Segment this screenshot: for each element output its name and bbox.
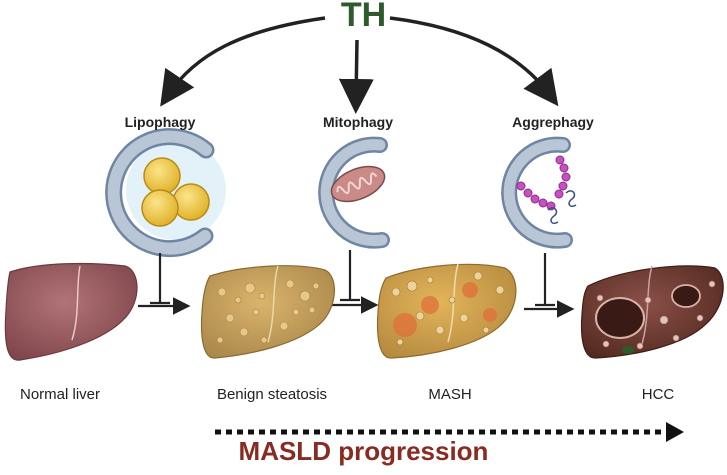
- th-arrows: [160, 16, 559, 114]
- title-th: TH: [340, 0, 387, 34]
- label-mitophagy: Mitophagy: [323, 114, 393, 130]
- progression-label: MASLD progression: [238, 436, 489, 466]
- progression-arrow: [215, 422, 684, 442]
- label-mash: MASH: [428, 386, 472, 403]
- aggrephagy-phagophore: [501, 136, 577, 249]
- arrow-to-mitophagy: [338, 39, 374, 114]
- arrow-to-aggrephagy: [389, 16, 559, 107]
- lipid-droplets: [141, 157, 210, 227]
- mash-liver: [376, 263, 517, 359]
- normal-liver: [4, 262, 138, 361]
- protein-aggregates: [516, 155, 571, 211]
- label-normal-liver: Normal liver: [19, 386, 101, 403]
- label-benign-steatosis: Benign steatosis: [216, 386, 328, 403]
- tumor-lesion: [595, 297, 645, 339]
- inflammation-spots: [393, 282, 497, 337]
- fat-dots: [216, 279, 320, 344]
- label-aggrephagy: Aggrephagy: [512, 114, 594, 130]
- inhibition-links: [138, 250, 575, 318]
- label-hcc: HCC: [641, 386, 675, 403]
- label-lipophagy: Lipophagy: [124, 114, 196, 130]
- lipophagy-phagophore: [105, 128, 226, 258]
- arrow-to-lipophagy: [160, 16, 326, 107]
- mitochondrion: [330, 165, 386, 203]
- mitophagy-phagophore: [318, 136, 390, 249]
- misfolded-proteins: [547, 190, 577, 225]
- hcc-liver: [580, 265, 724, 359]
- steatosis-liver: [200, 265, 335, 359]
